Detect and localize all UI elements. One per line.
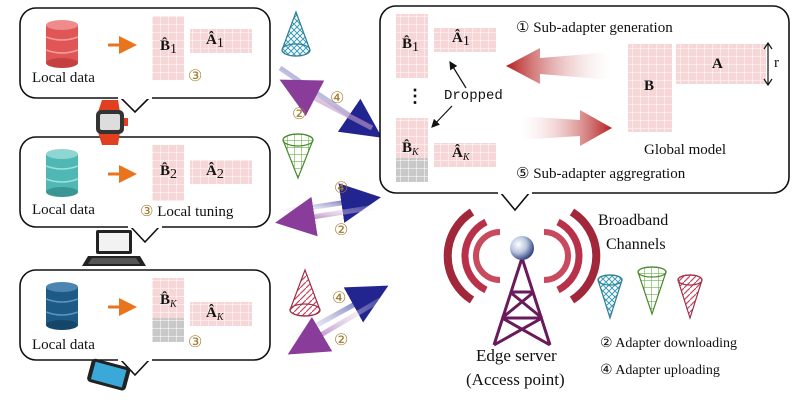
client-3-matrices: [152, 278, 252, 342]
legend-downloading: ② Adapter downloading: [600, 336, 737, 351]
channels-title: Broadband: [598, 212, 669, 229]
upload-marker: ④: [332, 290, 347, 307]
matrix-b-label: B̂2: [160, 163, 178, 182]
legend-uploading: ④ Adapter uploading: [600, 363, 720, 378]
download-marker: ②: [334, 222, 349, 239]
global-b-label: B: [644, 78, 655, 94]
channel-cone-icon: [637, 266, 667, 316]
local-data-label: Local data: [32, 202, 95, 218]
dropped-arrow-down: [431, 105, 453, 128]
download-arrow: [279, 79, 374, 131]
ellipsis: ⋮: [406, 86, 424, 106]
database-icon: [45, 149, 79, 197]
edge-server-label: Edge server: [476, 346, 557, 365]
channel-cone-icon: [282, 133, 314, 180]
channel-cone-icon: [597, 274, 623, 320]
generation-arrow: [506, 48, 614, 84]
matrix-b-label: B̂1: [402, 36, 420, 55]
channel-cone-icon: [289, 268, 321, 317]
rank-label: r: [774, 55, 779, 71]
edge-server-tower-icon: [443, 208, 601, 347]
matrix-a-label: Â1: [452, 30, 470, 49]
download-marker: ②: [334, 332, 349, 349]
server-sub-adapter-k: [396, 118, 496, 182]
dropped-arrow-up: [449, 60, 467, 89]
client-1-matrices: [152, 16, 252, 80]
dropped-label: Dropped: [444, 88, 503, 104]
server-sub-adapter-1: [396, 14, 496, 78]
aggregation-arrow: [518, 110, 612, 146]
database-icon: [45, 282, 79, 330]
rank-bracket: [763, 41, 773, 87]
download-arrow: [275, 196, 377, 237]
local-tuning-label: ③ Local tuning: [140, 204, 234, 220]
upload-marker: ④: [334, 180, 349, 197]
matrix-b-label: B̂K: [160, 292, 177, 310]
step-marker: ③: [188, 68, 203, 85]
channel-cone-icon: [281, 10, 311, 57]
matrix-b-label: B̂1: [160, 38, 178, 57]
matrix-a-label: ÂK: [206, 305, 224, 323]
channel-cone-icon: [677, 274, 703, 320]
step-sub-adapter-generation: ① Sub-adapter generation: [516, 20, 673, 36]
client-bubble-3: [19, 269, 271, 377]
smartphone-icon: [87, 358, 131, 391]
matrix-a-label: Â1: [206, 32, 224, 51]
download-marker: ②: [292, 106, 307, 123]
client-bubble-2: [19, 136, 271, 244]
global-model-matrices: [628, 44, 766, 132]
download-arrow: [287, 297, 382, 355]
local-data-label: Local data: [32, 337, 95, 353]
laptop-icon: [82, 230, 146, 266]
channels-title: Channels: [606, 236, 666, 253]
matrix-a-label: ÂK: [452, 145, 470, 163]
client-2-matrices: [152, 145, 252, 201]
access-point-label: (Access point): [466, 370, 565, 389]
database-icon: [45, 20, 79, 68]
matrix-b-label: B̂K: [402, 140, 419, 158]
global-model-label: Global model: [644, 142, 727, 158]
step-marker: ③: [188, 334, 203, 351]
step-sub-adapter-aggregation: ⑤ Sub-adapter aggregration: [516, 166, 686, 182]
local-data-label: Local data: [32, 70, 95, 86]
global-a-label: A: [712, 56, 723, 72]
matrix-a-label: Â2: [206, 163, 224, 182]
upload-marker: ④: [330, 90, 345, 107]
smartwatch-icon: [96, 100, 128, 145]
